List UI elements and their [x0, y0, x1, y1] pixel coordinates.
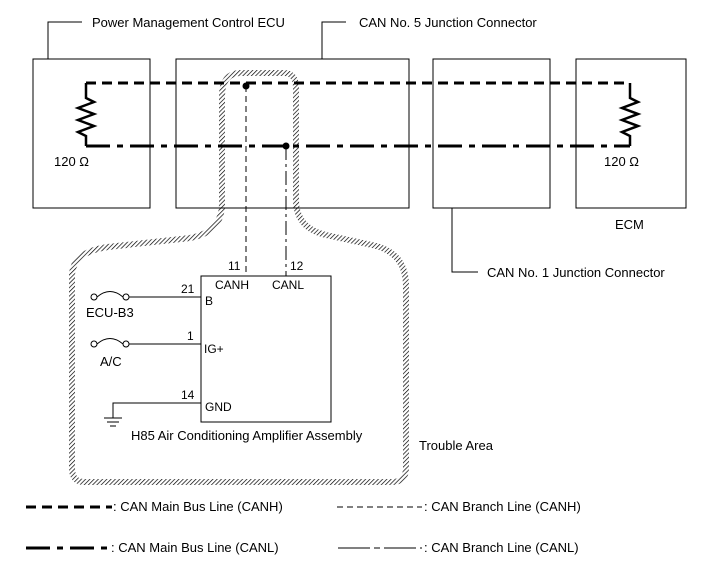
power-management-ecu-leader [47, 21, 82, 59]
fuse-ac [90, 338, 201, 348]
legend-main-canh-label: : CAN Main Bus Line (CANH) [113, 499, 283, 514]
pin-canh-label: CANH [215, 278, 249, 292]
can1-junction-box [432, 58, 551, 209]
pin-gnd-label: GND [205, 400, 232, 414]
pin-gnd-number: 14 [181, 388, 195, 402]
resistor-left-label: 120 Ω [54, 154, 89, 169]
fuse-ecu-b3 [90, 291, 201, 301]
legend-branch-canh-label: : CAN Branch Line (CANH) [424, 499, 581, 514]
fuse-ecu-b3-label: ECU-B3 [86, 305, 134, 320]
can5-junction-box [175, 58, 410, 209]
trouble-area-label: Trouble Area [419, 438, 494, 453]
can5-junction-leader [321, 21, 346, 59]
legend: : CAN Main Bus Line (CANH) : CAN Branch … [26, 499, 581, 555]
pin-canl-number: 12 [290, 259, 304, 273]
ecm-box [575, 58, 687, 209]
pin-b-label: B [205, 294, 213, 308]
resistor-right [618, 83, 642, 146]
pin-ig-number: 1 [187, 329, 194, 343]
pin-canl-label: CANL [272, 278, 304, 292]
pin-canh-number: 11 [228, 259, 241, 273]
resistor-left [74, 83, 98, 146]
ground-symbol [104, 402, 201, 427]
legend-branch-canl-label: : CAN Branch Line (CANL) [424, 540, 579, 555]
can1-junction-label: CAN No. 1 Junction Connector [487, 265, 665, 280]
pin-ig-label: IG+ [204, 342, 224, 356]
pin-b-number: 21 [181, 282, 195, 296]
ecm-label: ECM [615, 217, 644, 232]
resistor-right-label: 120 Ω [604, 154, 639, 169]
power-management-ecu-label: Power Management Control ECU [92, 15, 285, 30]
fuse-ac-label: A/C [100, 354, 122, 369]
amplifier-label: H85 Air Conditioning Amplifier Assembly [131, 428, 363, 443]
amplifier-box [200, 275, 332, 423]
power-management-ecu-box [32, 58, 151, 209]
can5-junction-label: CAN No. 5 Junction Connector [359, 15, 537, 30]
can1-junction-leader [451, 208, 478, 273]
legend-main-canl-label: : CAN Main Bus Line (CANL) [111, 540, 279, 555]
trouble-area-outline [69, 70, 409, 485]
